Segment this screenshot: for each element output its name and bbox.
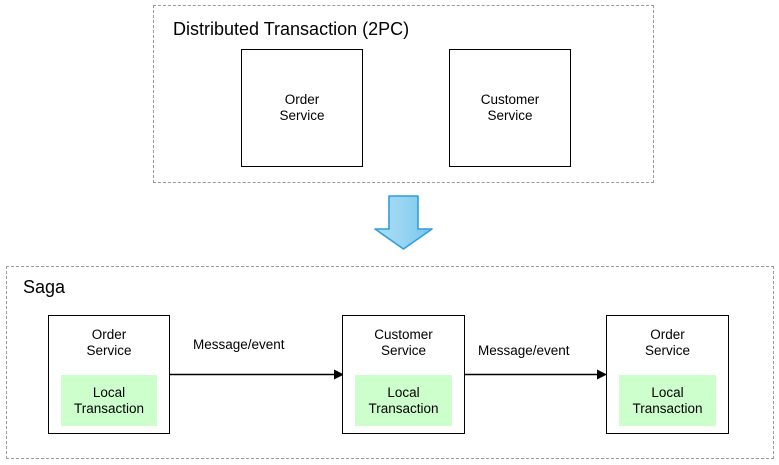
edge-label-message-event-1: Message/event <box>193 337 285 352</box>
box-saga-order-service-2[interactable]: Order Service Local Transaction <box>606 315 729 434</box>
group-title-saga: Saga <box>23 277 66 297</box>
box-label-order-service: Order Service <box>279 92 325 123</box>
box-label-customer-service: Customer Service <box>374 327 433 358</box>
local-transaction-badge: Local Transaction <box>61 375 157 426</box>
group-distributed-transaction: Distributed Transaction (2PC) <box>153 5 654 183</box>
box-label-customer-service: Customer Service <box>480 92 540 123</box>
box-label-order-service: Order Service <box>644 327 690 358</box>
local-transaction-badge: Local Transaction <box>355 375 452 426</box>
edge-label-message-event-2: Message/event <box>478 343 570 358</box>
box-2pc-customer-service[interactable]: Customer Service <box>449 49 571 167</box>
local-transaction-badge: Local Transaction <box>619 375 716 426</box>
box-saga-customer-service[interactable]: Customer Service Local Transaction <box>342 315 465 434</box>
group-saga: Saga <box>6 266 774 459</box>
down-arrow-icon <box>374 195 433 250</box>
box-saga-order-service-1[interactable]: Order Service Local Transaction <box>48 315 170 434</box>
box-label-order-service: Order Service <box>86 327 132 358</box>
box-2pc-order-service[interactable]: Order Service <box>241 49 363 167</box>
group-title-distributed-transaction: Distributed Transaction (2PC) <box>173 19 410 39</box>
